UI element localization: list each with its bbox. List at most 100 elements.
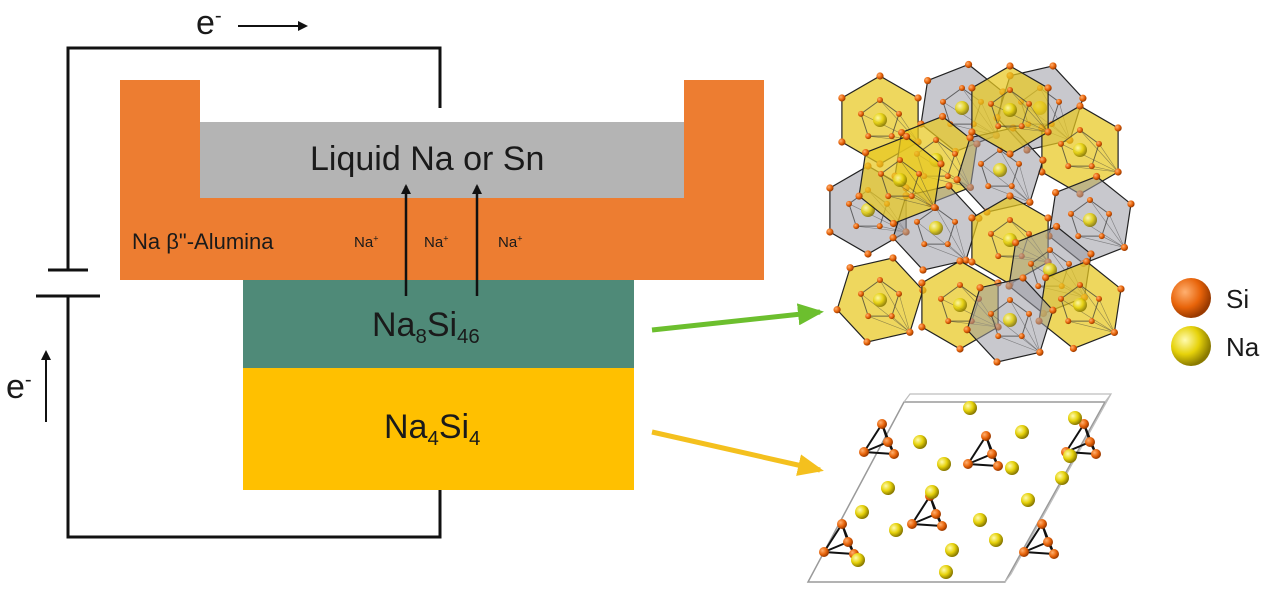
- si-atom: [959, 85, 965, 91]
- si-atom: [877, 170, 884, 177]
- si-atom: [1012, 238, 1020, 247]
- si-atom: [1075, 233, 1082, 240]
- si-atom: [937, 521, 947, 531]
- cage-edge: [999, 149, 1031, 203]
- si-atom: [1106, 210, 1113, 217]
- si-atom: [819, 547, 829, 557]
- si-atom: [1127, 200, 1135, 208]
- si-atom: [889, 234, 897, 242]
- clathrate-layer-label: Na8Si46: [372, 306, 480, 349]
- si-atom: [838, 94, 846, 102]
- si-atom: [957, 282, 963, 288]
- si-atom: [1065, 163, 1072, 170]
- si-si-bond: [1023, 523, 1043, 553]
- na-atom: [1003, 313, 1017, 327]
- si-atom: [962, 256, 970, 264]
- cage-face: [990, 219, 1030, 257]
- si-atom: [931, 509, 941, 519]
- si-atom: [1044, 128, 1052, 136]
- si-atom: [924, 76, 932, 85]
- pointer-arrow-zintl: [651, 429, 824, 476]
- si-atom: [939, 98, 946, 105]
- si-atom: [889, 449, 899, 459]
- zintl-layer: [243, 368, 634, 490]
- si-si-bond: [1023, 551, 1055, 555]
- si-atom: [1087, 250, 1095, 258]
- si-legend-label: Si: [1226, 284, 1250, 314]
- si-atom: [1019, 547, 1029, 557]
- si-atom: [1037, 519, 1047, 529]
- si-atom: [1036, 348, 1044, 356]
- si-atom: [945, 318, 952, 325]
- si-atom: [1092, 172, 1101, 181]
- cage-edge: [1068, 320, 1115, 333]
- na-atom: [1055, 471, 1069, 485]
- si-atom: [993, 358, 1001, 366]
- si-atom: [968, 128, 976, 136]
- si-si-bond: [823, 523, 843, 553]
- cage-edge: [1091, 165, 1119, 173]
- cage-face: [916, 207, 956, 245]
- si-atom: [913, 218, 920, 225]
- si-atom: [1098, 233, 1105, 240]
- na-atom: [993, 163, 1007, 177]
- na-atom: [873, 113, 887, 127]
- si-atom: [963, 459, 973, 469]
- na-atom: [1083, 213, 1097, 227]
- si-atom: [1043, 537, 1053, 547]
- si-atom: [1117, 285, 1125, 293]
- si-atom: [1077, 127, 1083, 133]
- cage-edge: [1009, 89, 1049, 133]
- si-atom: [1026, 230, 1033, 237]
- na-atom: [973, 513, 987, 527]
- na-atom: [955, 101, 969, 115]
- si-atom: [885, 193, 892, 200]
- si-atom: [1067, 210, 1074, 217]
- cage-edge: [1068, 165, 1119, 173]
- na-atom: [1021, 493, 1035, 507]
- cage-edge: [990, 103, 1049, 133]
- na-legend-sphere: [1171, 326, 1211, 366]
- cage-edge: [954, 221, 967, 261]
- si-atom: [859, 447, 869, 457]
- si-atom: [1047, 247, 1053, 253]
- si-atom: [1079, 419, 1089, 429]
- na-atom: [929, 221, 943, 235]
- na-atom: [1073, 298, 1087, 312]
- si-atom: [976, 284, 984, 292]
- na-atom: [953, 298, 967, 312]
- si-atom: [1052, 188, 1060, 197]
- cage-edge: [1089, 199, 1125, 248]
- si-atom: [956, 257, 964, 265]
- si-atom: [906, 328, 914, 336]
- si-atom: [1076, 102, 1084, 110]
- si-atom: [896, 290, 903, 297]
- cage-edge: [916, 221, 967, 261]
- si-atom: [1008, 183, 1015, 190]
- si-atom: [908, 193, 915, 200]
- cage-edge: [1018, 163, 1031, 203]
- na-legend-label: Na: [1226, 332, 1260, 362]
- si-atom: [896, 110, 903, 117]
- si-atom: [987, 449, 997, 459]
- si-atom: [952, 150, 959, 157]
- cage-edge: [918, 173, 935, 208]
- si-atom: [977, 160, 984, 167]
- si-atom: [826, 228, 834, 236]
- si-atom: [907, 519, 917, 529]
- si-si-bond: [967, 435, 987, 465]
- si-atom: [1114, 168, 1122, 176]
- si-si-bond: [911, 523, 943, 527]
- si-atom: [1114, 124, 1122, 132]
- liquid-electrode: [200, 122, 684, 198]
- si-atom: [1065, 318, 1072, 325]
- na-atom: [855, 505, 869, 519]
- na-atom: [925, 485, 939, 499]
- cage-edge: [1021, 125, 1049, 133]
- si-atom: [1096, 140, 1103, 147]
- si-atom: [1077, 282, 1083, 288]
- si-atom: [1049, 549, 1059, 559]
- unit-cell-box-depth: [903, 393, 1113, 583]
- cage-edge: [1028, 103, 1049, 133]
- si-atom: [838, 138, 846, 146]
